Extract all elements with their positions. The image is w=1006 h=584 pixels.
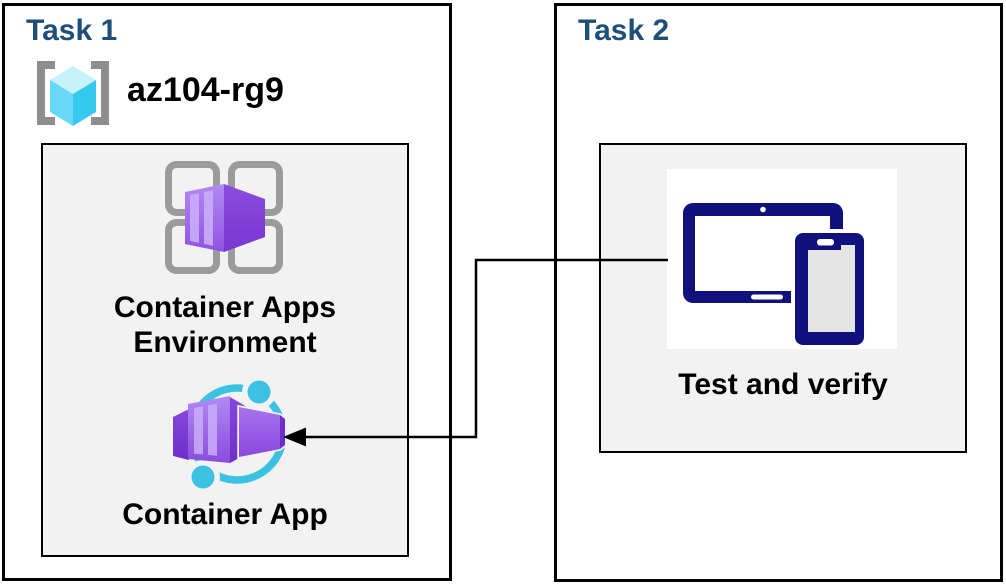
test-and-verify-label: Test and verify [678, 368, 888, 401]
task1-box: Task 1 az104-rg9 [2, 3, 452, 581]
devices-icon [667, 203, 897, 353]
resource-group-icon [32, 56, 114, 135]
container-apps-environment-icon [163, 159, 285, 286]
container-app-icon [170, 375, 304, 501]
task1-title: Task 1 [26, 14, 118, 47]
task2-box: Task 2 Test and [554, 3, 1003, 582]
resource-group-name: az104-rg9 [127, 71, 284, 109]
container-apps-environment-label: Container Apps Environment [113, 291, 337, 359]
task2-panel: Test and verify [599, 143, 967, 453]
task2-title: Task 2 [578, 14, 670, 47]
task1-panel: Container Apps Environment [41, 143, 409, 557]
container-app-label: Container App [122, 498, 328, 531]
device-plate [667, 169, 897, 351]
